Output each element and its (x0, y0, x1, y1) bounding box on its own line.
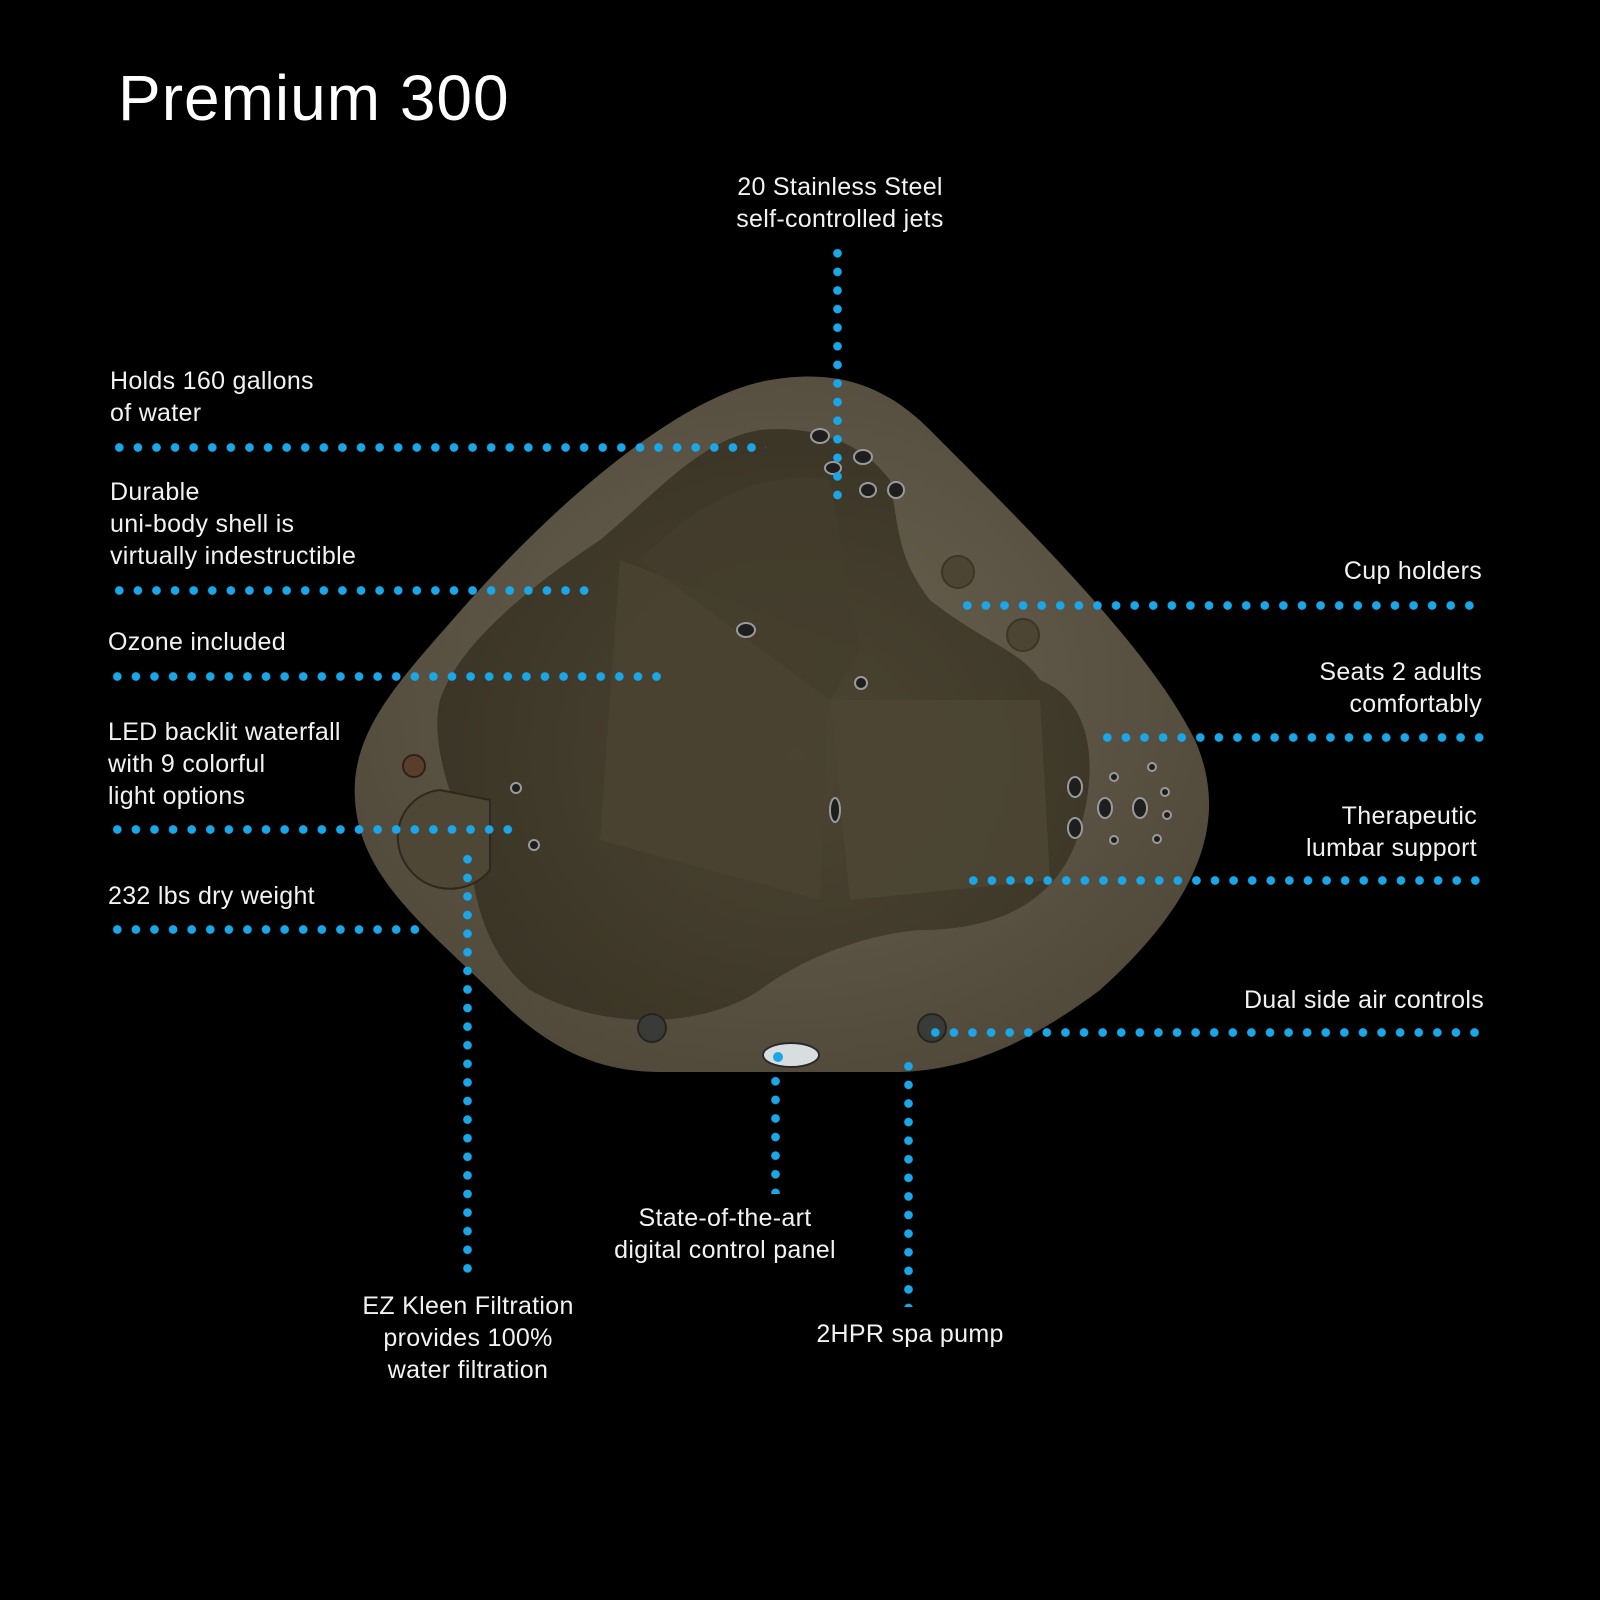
leader-line-seats (1098, 733, 1486, 742)
label-filtration: EZ Kleen Filtration provides 100% water … (362, 1292, 574, 1384)
label-ozone: Ozone included (108, 628, 286, 656)
label-jets: 20 Stainless Steel self-controlled jets (736, 173, 944, 233)
label-air-controls: Dual side air controls (1243, 986, 1484, 1014)
leader-line-weight (108, 925, 426, 934)
leader-line-lumbar (964, 876, 1484, 885)
label-lumbar: Therapeutic lumbar support (1306, 802, 1477, 862)
product-title: Premium 300 (118, 62, 510, 134)
label-control-panel: State-of-the-art digital control panel (614, 1204, 836, 1264)
label-shell: Durable uni-body shell is virtually inde… (110, 478, 357, 570)
leader-line-ozone (108, 672, 663, 681)
leader-line-cup-holders (958, 601, 1483, 610)
label-seats: Seats 2 adults comfortably (1319, 658, 1482, 718)
label-gallons: Holds 160 gallons of water (110, 367, 314, 427)
leader-line-gallons (110, 443, 766, 452)
label-weight: 232 lbs dry weight (108, 882, 315, 910)
leader-line-pump (904, 1057, 913, 1307)
label-cup-holders: Cup holders (1343, 557, 1482, 585)
leader-line-jets (833, 244, 842, 502)
leader-line-control-panel (771, 1072, 780, 1194)
label-led: LED backlit waterfall with 9 colorful li… (108, 718, 341, 810)
leader-line-filtration (463, 850, 472, 1278)
leader-line-shell (110, 586, 590, 595)
leader-line-air-controls (926, 1028, 1486, 1037)
label-pump: 2HPR spa pump (816, 1320, 1004, 1348)
leader-line-led (108, 825, 513, 834)
